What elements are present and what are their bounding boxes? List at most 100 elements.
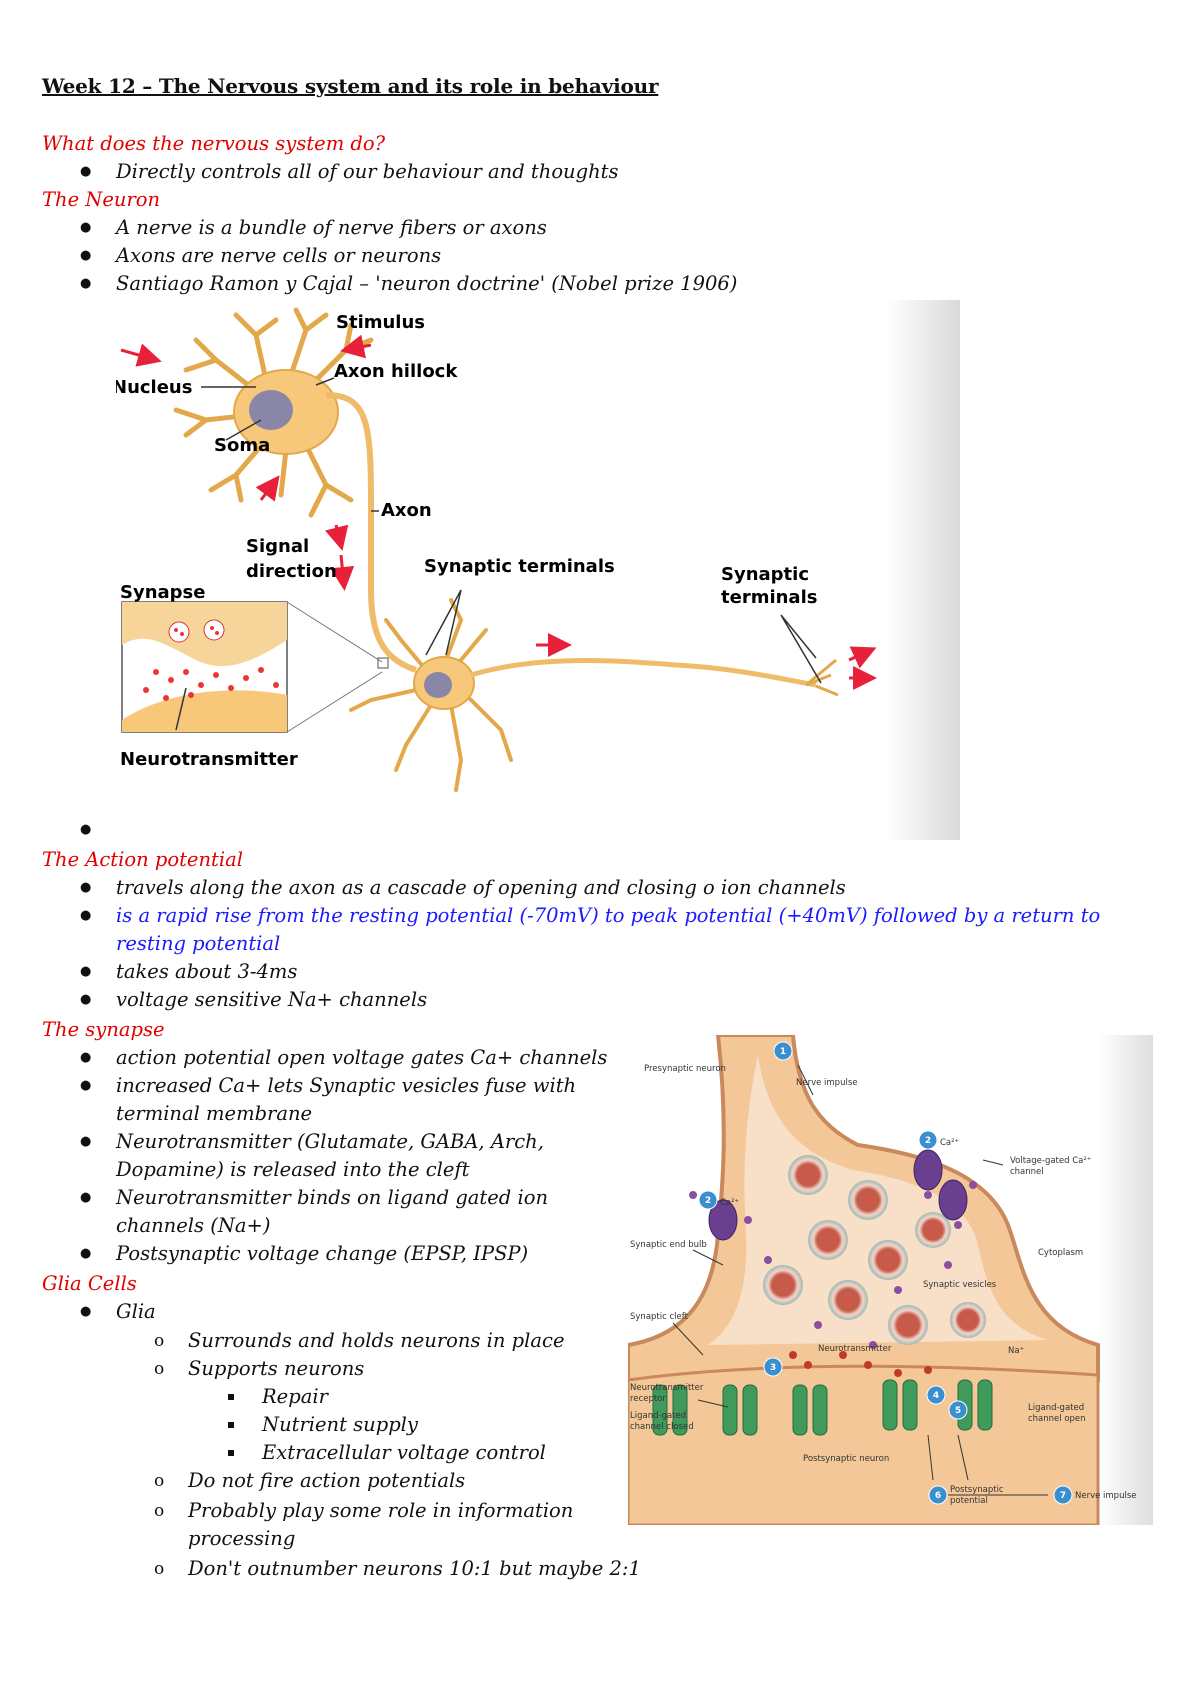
step-2: 2	[705, 1196, 711, 1206]
list-item: Neurotransmitter binds on ligand gated i…	[116, 1186, 549, 1209]
list-item: Neurotransmitter (Glutamate, GABA, Arch,	[116, 1130, 544, 1153]
step-7: 7	[1060, 1491, 1066, 1501]
leader-lines	[175, 377, 822, 731]
voltage-gated-channels	[708, 1149, 968, 1241]
label-soma: Soma	[214, 435, 270, 456]
label-psp-2: potential	[950, 1496, 988, 1506]
bullet: ●	[80, 220, 92, 235]
label-synaptic-terminals: Synaptic terminals	[424, 556, 615, 577]
label-ca-2: Ca²⁺	[940, 1138, 959, 1148]
label-lg-open-1: Ligand-gated	[1028, 1403, 1084, 1413]
step-2b: 2	[925, 1136, 931, 1146]
list-item-continued: resting potential	[116, 932, 281, 955]
label-cytoplasm: Cytoplasm	[1038, 1248, 1083, 1258]
bullet: ●	[80, 248, 92, 263]
bullet: ●	[80, 164, 92, 179]
label-vgcc-1: Voltage-gated Ca²⁺	[1010, 1156, 1091, 1166]
list-item: action potential open voltage gates Ca+ …	[116, 1046, 608, 1069]
circle-bullet: o	[154, 1501, 165, 1521]
step-3: 3	[770, 1363, 776, 1373]
label-lg-closed-2: channel closed	[630, 1422, 694, 1432]
ca-ions	[689, 1181, 977, 1349]
label-receptor-1: Neurotransmitter	[630, 1383, 704, 1393]
circle-bullet: o	[154, 1359, 165, 1379]
label-axon-hillock: Axon hillock	[334, 361, 458, 382]
bullet: ●	[80, 276, 92, 291]
list-item-continued: terminal membrane	[116, 1102, 313, 1125]
label-postsynaptic: Postsynaptic neuron	[803, 1454, 889, 1464]
step-5: 5	[955, 1406, 961, 1416]
label-vgcc-2: channel	[1010, 1167, 1044, 1177]
bullet: ●	[80, 908, 92, 923]
step-markers	[698, 1041, 1073, 1505]
square-bullet	[228, 1422, 234, 1428]
label-ca-1: Ca²⁺	[720, 1198, 739, 1208]
synapse-labels: Presynaptic neuron Nerve impulse Ca²⁺ Ca…	[630, 1064, 1137, 1506]
list-item: A nerve is a bundle of nerve fibers or a…	[116, 216, 547, 239]
list-item: takes about 3-4ms	[116, 960, 298, 983]
label-lg-open-2: channel open	[1028, 1414, 1086, 1424]
bullet: ●	[80, 1246, 92, 1261]
subsub-item: Repair	[262, 1385, 328, 1408]
list-item-continued: channels (Na+)	[116, 1214, 271, 1237]
synapse-diagram: 1 2 2 3 4 5 6 7 Presynaptic neuron Nerve…	[628, 1035, 1153, 1525]
bullet: ●	[80, 964, 92, 979]
list-item: voltage sensitive Na+ channels	[116, 988, 428, 1011]
circle-bullet: o	[154, 1559, 165, 1579]
section-heading-neuron: The Neuron	[42, 188, 161, 211]
sub-item: Probably play some role in information	[188, 1499, 574, 1522]
section-heading-action-potential: The Action potential	[42, 848, 243, 871]
sub-item: Don't outnumber neurons 10:1 but maybe 2…	[188, 1557, 641, 1580]
vesicles	[168, 619, 225, 643]
label-stimulus: Stimulus	[336, 312, 425, 333]
bullet: ●	[80, 992, 92, 1007]
figure-shading	[1098, 1035, 1153, 1525]
bullet: ●	[80, 880, 92, 895]
bullet: ●	[80, 1134, 92, 1149]
label-end-bulb: Synaptic end bulb	[630, 1240, 707, 1250]
list-item-continued: Dopamine) is released into the cleft	[116, 1158, 470, 1181]
neuron-diagram: Stimulus Axon hillock Nucleus Soma Axon …	[116, 300, 960, 840]
label-psp-1: Postsynaptic	[950, 1485, 1004, 1495]
list-item: Axons are nerve cells or neurons	[116, 244, 442, 267]
list-item: Glia	[116, 1300, 156, 1323]
label-synaptic-terminals-right-1: Synaptic	[721, 564, 809, 585]
label-direction: direction	[246, 561, 337, 582]
dendrites-2	[349, 598, 513, 792]
subsub-item: Extracellular voltage control	[262, 1441, 546, 1464]
signal-arrows	[120, 334, 877, 690]
axon-shape	[325, 392, 417, 673]
dendrites	[173, 307, 374, 518]
sub-item: Surrounds and holds neurons in place	[188, 1329, 565, 1352]
ligand-gated-channels	[652, 1379, 993, 1436]
section-heading-glia: Glia Cells	[42, 1272, 137, 1295]
step-4: 4	[933, 1391, 939, 1401]
section-heading-nervous-system: What does the nervous system do?	[42, 132, 386, 155]
sub-item: Do not fire action potentials	[188, 1469, 466, 1492]
zoom-lines	[286, 601, 383, 733]
bullet: ●	[80, 1190, 92, 1205]
circle-bullet: o	[154, 1331, 165, 1351]
circle-bullet: o	[154, 1471, 165, 1491]
synaptic-vesicles	[763, 1155, 986, 1345]
label-synaptic-terminals-right-2: terminals	[721, 587, 817, 608]
label-nt: Neurotransmitter	[818, 1344, 892, 1354]
subsub-item: Nutrient supply	[262, 1413, 418, 1436]
step-numbers: 1 2 2 3 4 5 6 7	[705, 1047, 1066, 1501]
label-signal: Signal	[246, 536, 309, 557]
axon-2	[470, 658, 817, 688]
label-nerve-impulse: Nerve impulse	[796, 1078, 858, 1088]
label-cleft: Synaptic cleft	[630, 1312, 689, 1322]
section-heading-synapse: The synapse	[42, 1018, 165, 1041]
list-item: Postsynaptic voltage change (EPSP, IPSP)	[116, 1242, 529, 1265]
bullet: ●	[80, 1304, 92, 1319]
leader-lines	[672, 1064, 1048, 1496]
label-lg-closed-1: Ligand-gated	[630, 1411, 686, 1421]
sub-item-continued: processing	[188, 1527, 296, 1550]
neurotransmitter-dots	[789, 1351, 932, 1377]
nucleus-2	[424, 672, 452, 698]
label-nucleus: Nucleus	[116, 377, 192, 398]
label-axon: Axon	[381, 500, 432, 521]
bullet: ●	[80, 1078, 92, 1093]
